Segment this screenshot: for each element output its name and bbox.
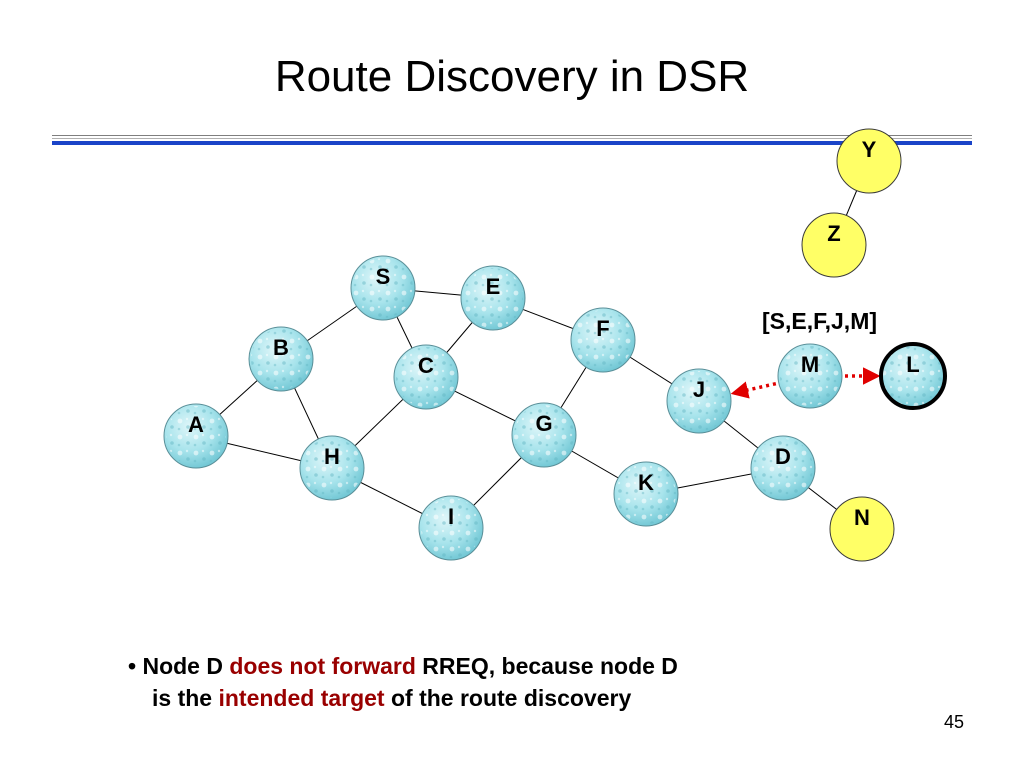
nodes-layer: S E F B C J M L A G H D K I N Y Z: [163, 128, 947, 562]
node-texture: [463, 268, 523, 328]
node-label-I: I: [448, 504, 454, 529]
bullet-marker: •: [128, 653, 137, 679]
plain-circle-icon: [836, 128, 902, 194]
node-label-G: G: [535, 411, 552, 436]
bullet-highlight-1: does not forward: [229, 653, 416, 679]
node-label-N: N: [854, 505, 870, 530]
node-Z: Z: [801, 212, 867, 278]
node-texture: [616, 464, 676, 524]
node-S: S: [350, 255, 416, 321]
node-C: C: [393, 344, 459, 410]
node-label-H: H: [324, 444, 340, 469]
node-label-J: J: [693, 377, 705, 402]
page-number: 45: [943, 712, 964, 732]
node-M: M: [777, 343, 843, 409]
node-label-Y: Y: [862, 137, 877, 162]
node-texture: [883, 346, 943, 406]
bullet-part-2: RREQ, because node D: [422, 653, 678, 679]
bullet-part-3: is the: [152, 685, 213, 711]
node-D: D: [750, 435, 816, 501]
bullet-part-4: of the route discovery: [390, 685, 632, 711]
route-record-label: [S,E,F,J,M]: [762, 308, 878, 334]
node-label-A: A: [188, 412, 204, 437]
node-L: L: [879, 342, 947, 410]
node-label-M: M: [801, 352, 819, 377]
bullet-highlight-2: intended target: [218, 685, 385, 711]
node-label-C: C: [418, 353, 434, 378]
node-texture: [353, 258, 413, 318]
node-Y: Y: [836, 128, 902, 194]
bullet-line-1: • Node D does not forward RREQ, because …: [128, 650, 678, 682]
node-I: I: [418, 495, 484, 561]
bullet-line-2: is the intended target of the route disc…: [128, 682, 678, 714]
node-texture: [753, 438, 813, 498]
rreq-arrows-layer: [730, 367, 881, 399]
node-label-L: L: [906, 352, 919, 377]
node-label-B: B: [273, 335, 289, 360]
node-A: A: [163, 403, 229, 469]
node-texture: [302, 438, 362, 498]
node-label-K: K: [638, 470, 654, 495]
node-H: H: [299, 435, 365, 501]
node-G: G: [511, 402, 577, 468]
bullet-text: • Node D does not forward RREQ, because …: [128, 650, 678, 714]
node-texture: [669, 371, 729, 431]
node-label-S: S: [376, 264, 391, 289]
node-E: E: [460, 265, 526, 331]
node-label-F: F: [596, 316, 609, 341]
node-F: F: [570, 307, 636, 373]
node-label-E: E: [486, 274, 501, 299]
node-N: N: [829, 496, 895, 562]
node-texture: [514, 405, 574, 465]
node-texture: [396, 347, 456, 407]
node-B: B: [248, 326, 314, 392]
node-texture: [251, 329, 311, 389]
node-texture: [780, 346, 840, 406]
bullet-part-1: Node D: [142, 653, 223, 679]
node-J: J: [666, 368, 732, 434]
node-texture: [573, 310, 633, 370]
plain-circle-icon: [829, 496, 895, 562]
node-texture: [166, 406, 226, 466]
node-K: K: [613, 461, 679, 527]
node-texture: [421, 498, 481, 558]
node-label-Z: Z: [827, 221, 840, 246]
slide-title: Route Discovery in DSR: [274, 52, 750, 101]
plain-circle-icon: [801, 212, 867, 278]
node-label-D: D: [775, 444, 791, 469]
rreq-arrow-M-to-J: [730, 381, 777, 399]
title-divider: [52, 135, 972, 145]
